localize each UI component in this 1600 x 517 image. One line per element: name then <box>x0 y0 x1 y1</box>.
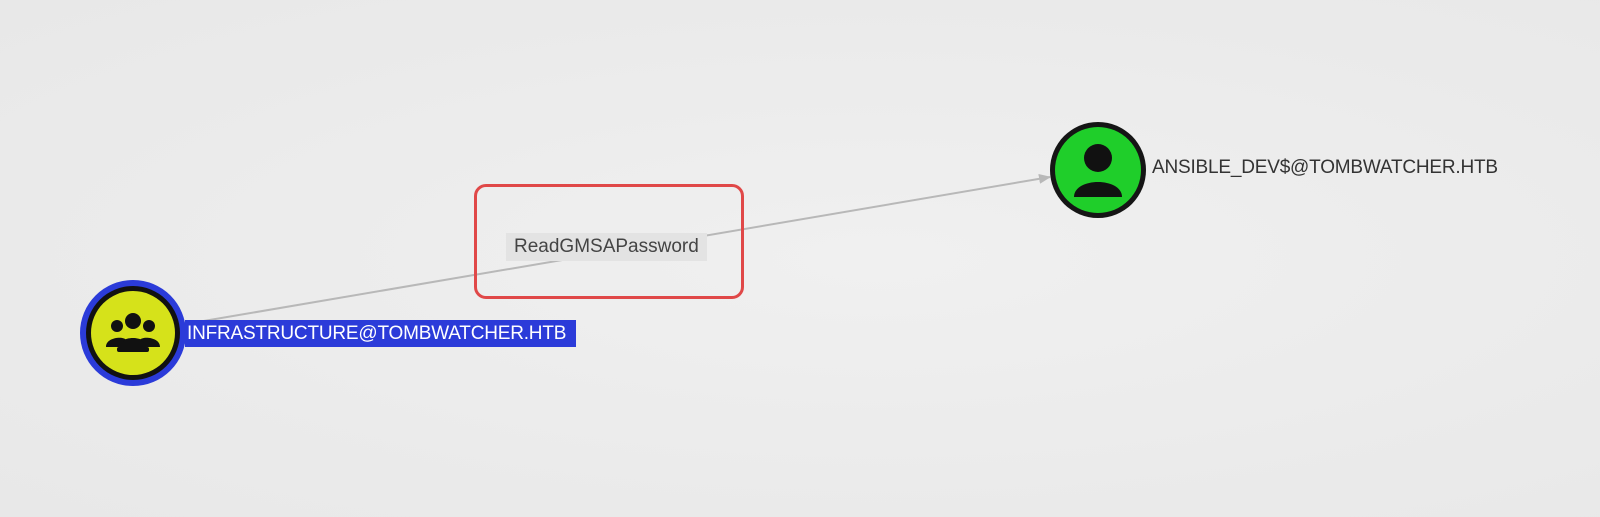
node-infrastructure-group[interactable] <box>80 280 186 386</box>
edge-label-readgmsapassword[interactable]: ReadGMSAPassword <box>506 233 707 261</box>
user-icon <box>1074 144 1122 197</box>
group-icon <box>106 313 160 352</box>
edge-highlight-box <box>474 184 744 299</box>
node-label-ansible-dev[interactable]: ANSIBLE_DEV$@TOMBWATCHER.HTB <box>1152 157 1498 178</box>
node-label-infrastructure[interactable]: INFRASTRUCTURE@TOMBWATCHER.HTB <box>185 320 577 347</box>
node-ansible-dev-user[interactable] <box>1050 122 1146 218</box>
